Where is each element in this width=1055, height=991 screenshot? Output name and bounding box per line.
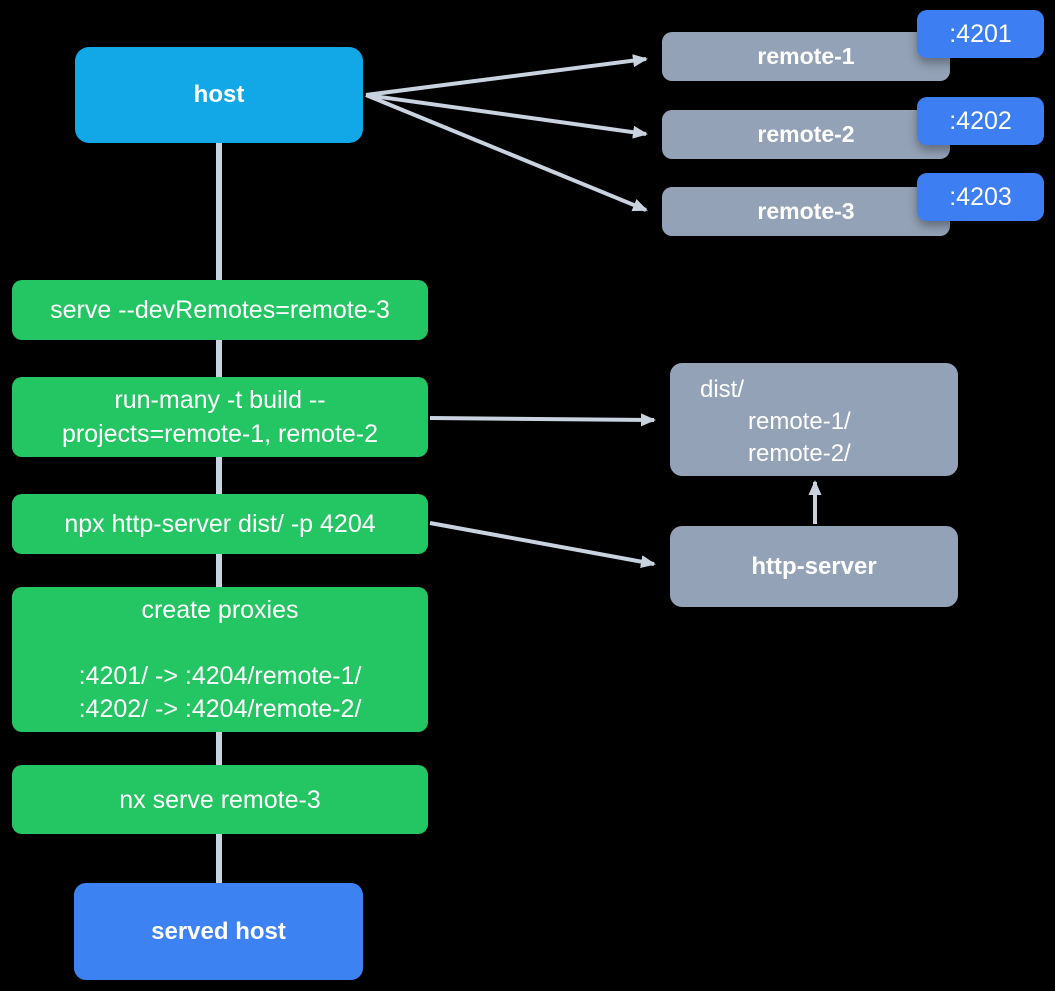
command-proxies-mapping-2: :4202/ -> :4204/remote-2/ — [78, 694, 362, 723]
served-host-node: served host — [74, 883, 363, 980]
command-npx-label: npx http-server dist/ -p 4204 — [64, 510, 376, 538]
command-proxies-title: create proxies — [141, 595, 299, 624]
remote-1-label: remote-1 — [757, 43, 855, 69]
http-server-label: http-server — [751, 552, 877, 580]
http-server-node: http-server — [670, 526, 958, 607]
command-proxies-node: create proxies :4201/ -> :4204/remote-1/… — [12, 587, 428, 732]
host-label: host — [193, 81, 245, 108]
remote-1-node: remote-1 — [662, 32, 950, 81]
command-nxserve-node: nx serve remote-3 — [12, 765, 428, 834]
command-runmany-node: run-many -t build -- projects=remote-1, … — [12, 377, 428, 457]
command-nxserve-label: nx serve remote-3 — [119, 785, 321, 814]
arrow-host-to-remote-3 — [365, 93, 648, 212]
remote-2-label: remote-2 — [757, 121, 855, 147]
port-badge-4202-label: :4202 — [949, 106, 1012, 135]
remote-3-label: remote-3 — [757, 198, 855, 224]
command-npx-node: npx http-server dist/ -p 4204 — [12, 494, 428, 554]
command-serve-label: serve --devRemotes=remote-3 — [50, 296, 390, 324]
port-badge-4203: :4203 — [917, 173, 1044, 221]
arrow-npx-to-httpserver — [429, 521, 656, 569]
port-badge-4203-label: :4203 — [949, 182, 1012, 211]
dist-folder-node: dist/ remote-1/ remote-2/ — [670, 363, 958, 476]
remote-2-node: remote-2 — [662, 110, 950, 159]
command-runmany-line-1: run-many -t build -- — [114, 386, 326, 414]
port-badge-4201: :4201 — [917, 10, 1044, 58]
port-badge-4202: :4202 — [917, 97, 1044, 145]
command-proxies-mapping-1: :4201/ -> :4204/remote-1/ — [78, 661, 362, 690]
arrow-build-to-dist — [429, 413, 656, 427]
command-serve-node: serve --devRemotes=remote-3 — [12, 280, 428, 340]
served-host-label: served host — [151, 917, 286, 945]
host-node: host — [75, 47, 363, 143]
arrow-host-to-remote-1 — [365, 54, 648, 97]
dist-line-remote-1: remote-1/ — [748, 408, 851, 435]
dist-line-root: dist/ — [700, 376, 745, 403]
remote-3-node: remote-3 — [662, 187, 950, 236]
command-runmany-line-2: projects=remote-1, remote-2 — [61, 420, 379, 448]
port-badge-4201-label: :4201 — [949, 19, 1012, 48]
dist-line-remote-2: remote-2/ — [748, 440, 851, 467]
arrow-host-to-remote-2 — [365, 93, 648, 139]
